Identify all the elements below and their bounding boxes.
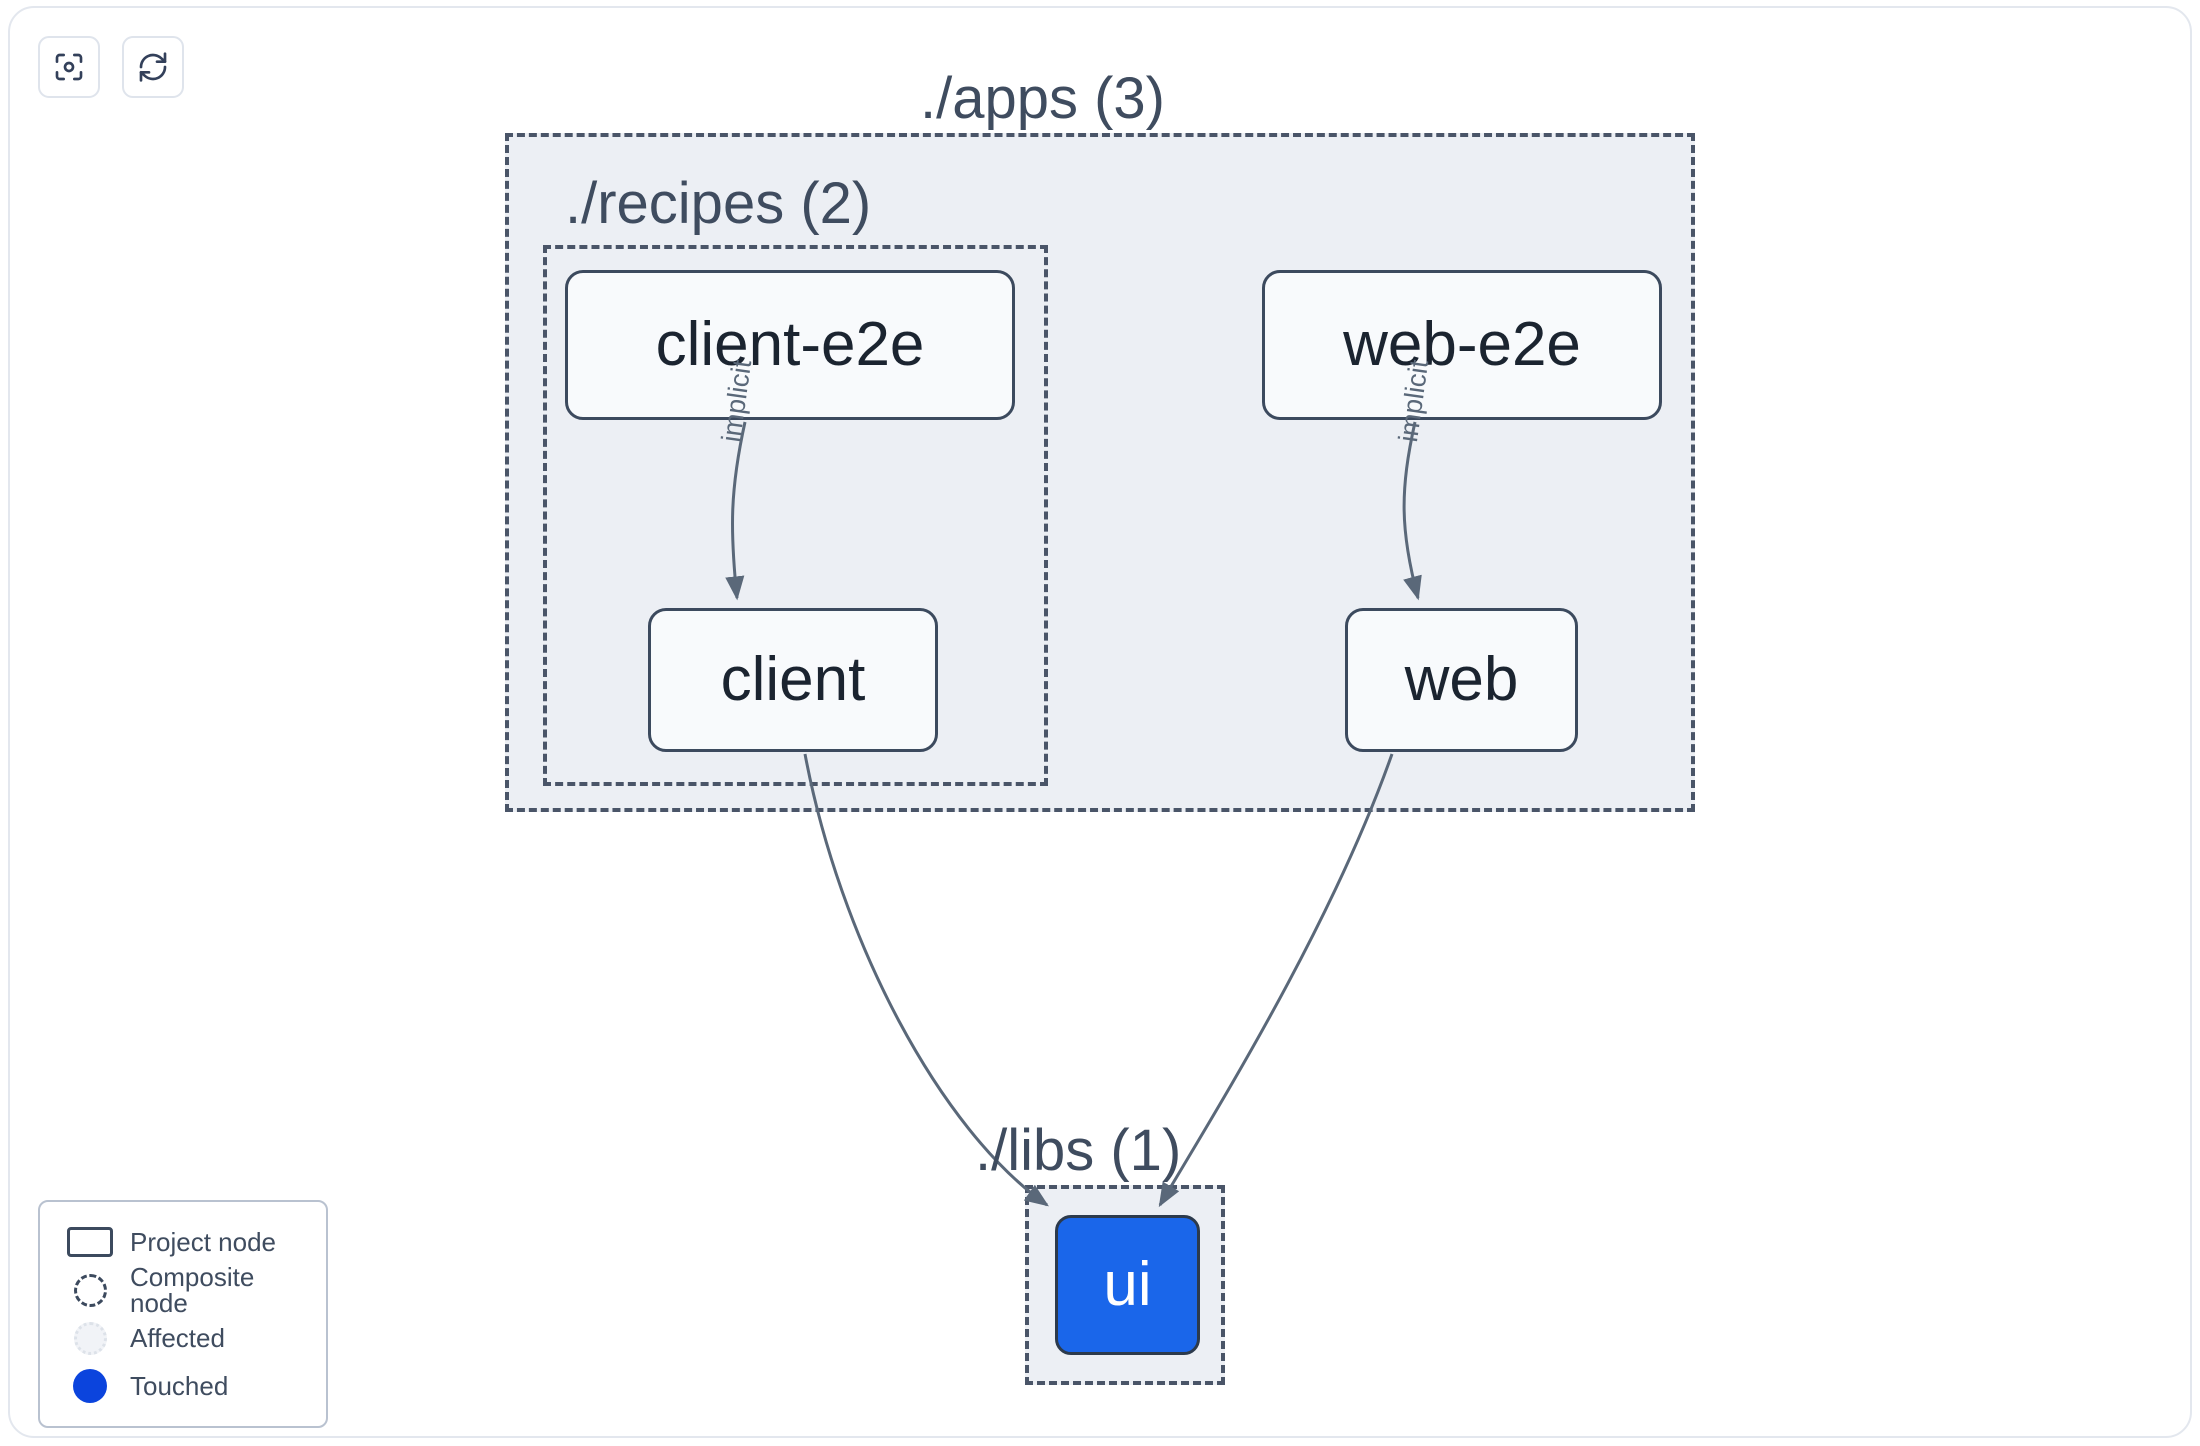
edge-client-to-ui <box>803 753 1049 1207</box>
graph-toolbar <box>38 36 184 98</box>
edge-web-to-ui <box>1158 753 1394 1208</box>
legend-label-affected: Affected <box>130 1323 225 1353</box>
legend-item-project-node: Project node <box>62 1218 306 1266</box>
legend-label-project-node: Project node <box>130 1227 276 1257</box>
project-node-ui[interactable]: ui <box>1055 1215 1200 1355</box>
project-node-client-e2e[interactable]: client-e2e <box>565 270 1015 420</box>
refresh-graph-button[interactable] <box>122 36 184 98</box>
graph-legend: Project node Composite node Affected Tou… <box>38 1200 328 1428</box>
legend-item-touched: Touched <box>62 1362 306 1410</box>
group-label-libs: ./libs (1) <box>975 1118 1182 1183</box>
composite-node-swatch-icon <box>62 1273 118 1307</box>
touched-swatch-icon <box>62 1369 118 1403</box>
legend-item-affected: Affected <box>62 1314 306 1362</box>
legend-label-touched: Touched <box>130 1371 229 1401</box>
project-node-web[interactable]: web <box>1345 608 1578 752</box>
focus-target-icon <box>53 51 85 83</box>
project-node-client[interactable]: client <box>648 608 938 752</box>
edge-web-e2e-to-web <box>1402 421 1422 601</box>
group-label-recipes: ./recipes (2) <box>565 171 872 236</box>
refresh-sync-icon <box>137 51 169 83</box>
legend-item-composite-node: Composite node <box>62 1262 306 1318</box>
project-node-swatch-icon <box>62 1227 118 1257</box>
affected-swatch-icon <box>62 1321 118 1355</box>
legend-label-composite-node: Composite node <box>130 1262 255 1318</box>
project-node-web-e2e[interactable]: web-e2e <box>1262 270 1662 420</box>
focus-graph-button[interactable] <box>38 36 100 98</box>
group-label-apps: ./apps (3) <box>920 66 1165 131</box>
edge-client-e2e-to-client <box>725 421 747 601</box>
